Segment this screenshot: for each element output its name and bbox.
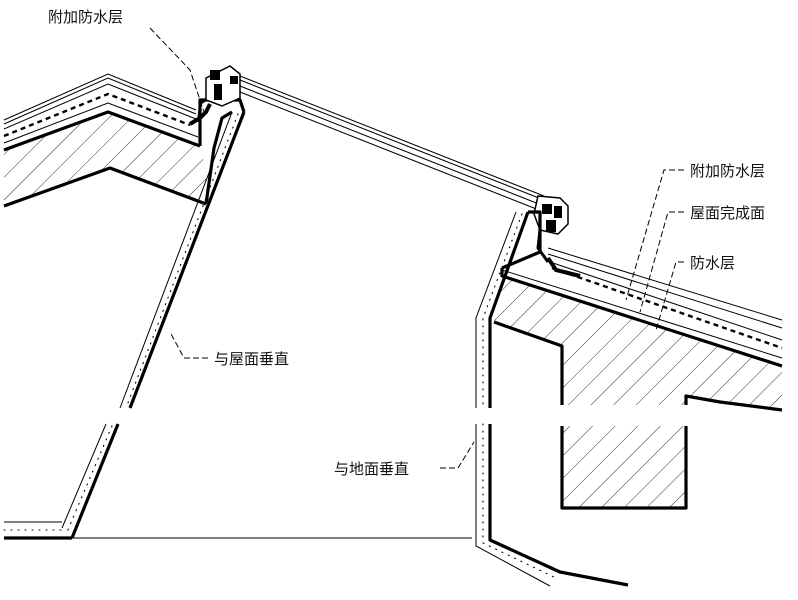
label-extra-waterproof-left: 附加防水层: [48, 8, 123, 26]
skylight-glass: [239, 75, 545, 213]
right-skylight-frame: [533, 195, 569, 263]
label-waterproof-layer: 防水层: [690, 254, 735, 272]
left-roof: [3, 73, 212, 208]
label-roof-finish: 屋面完成面: [690, 204, 765, 222]
leader-lines: [149, 27, 684, 469]
right-curb-wall: [475, 210, 629, 587]
label-extra-waterproof-right: 附加防水层: [690, 162, 765, 180]
left-curb-wall: [3, 98, 472, 540]
left-skylight-frame: [197, 65, 241, 123]
right-roof: [493, 247, 783, 510]
label-perp-ground: 与地面垂直: [334, 460, 409, 478]
label-perp-roof: 与屋面垂直: [214, 350, 289, 368]
